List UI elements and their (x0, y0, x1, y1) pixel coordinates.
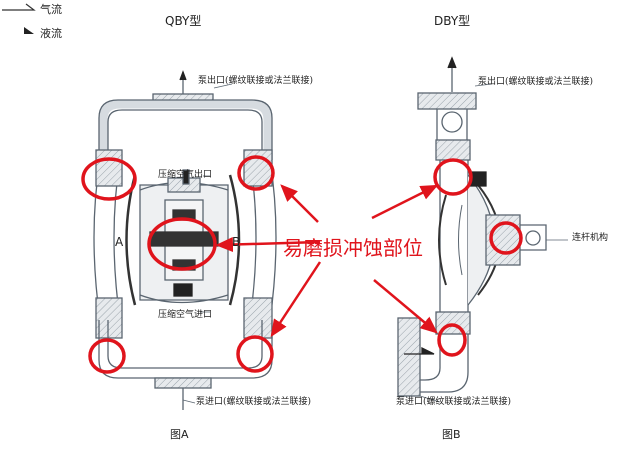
legend-liquid-label: 液流 (40, 27, 62, 40)
highlight-circle-right-upper (433, 158, 473, 196)
caption-figure-a: 图A (170, 428, 189, 441)
qby-outlet-label: 泵出口(螺纹联接或法兰联接) (198, 76, 314, 86)
highlight-circle-center (147, 217, 217, 271)
chamber-b-label: B (232, 235, 241, 249)
legend-icons (2, 3, 36, 34)
highlight-circle-upper-left (81, 157, 137, 201)
wear-arrows (215, 184, 439, 338)
dby-outlet-label: 泵出口(螺纹联接或法兰联接) (478, 77, 594, 87)
title-dby: DBY型 (434, 14, 471, 28)
wear-highlights (81, 155, 523, 374)
caption-figure-b: 图B (442, 428, 461, 441)
qby-inlet-label: 泵进口(螺纹联接或法兰联接) (196, 397, 312, 407)
highlight-circle-lower-left (88, 338, 126, 374)
title-qby: QBY型 (165, 14, 202, 28)
linkage-label: 连杆机构 (572, 233, 609, 243)
air-outlet-label: 压缩空气出口 (158, 170, 213, 180)
highlight-circle-upper-right (237, 155, 275, 191)
wear-area-label: 易磨损冲蚀部位 (283, 236, 423, 260)
dby-pump-drawing (397, 56, 568, 403)
highlight-circle-lower-right (236, 335, 274, 373)
legend-gas-label: 气流 (40, 3, 62, 16)
highlight-circle-right-lower (437, 323, 467, 357)
qby-pump-drawing (93, 70, 277, 410)
chamber-a-label: A (115, 235, 124, 249)
highlight-circle-linkage (489, 221, 523, 255)
dby-inlet-label: 泵进口(螺纹联接或法兰联接) (396, 397, 512, 407)
air-inlet-label: 压缩空气进口 (158, 310, 213, 320)
